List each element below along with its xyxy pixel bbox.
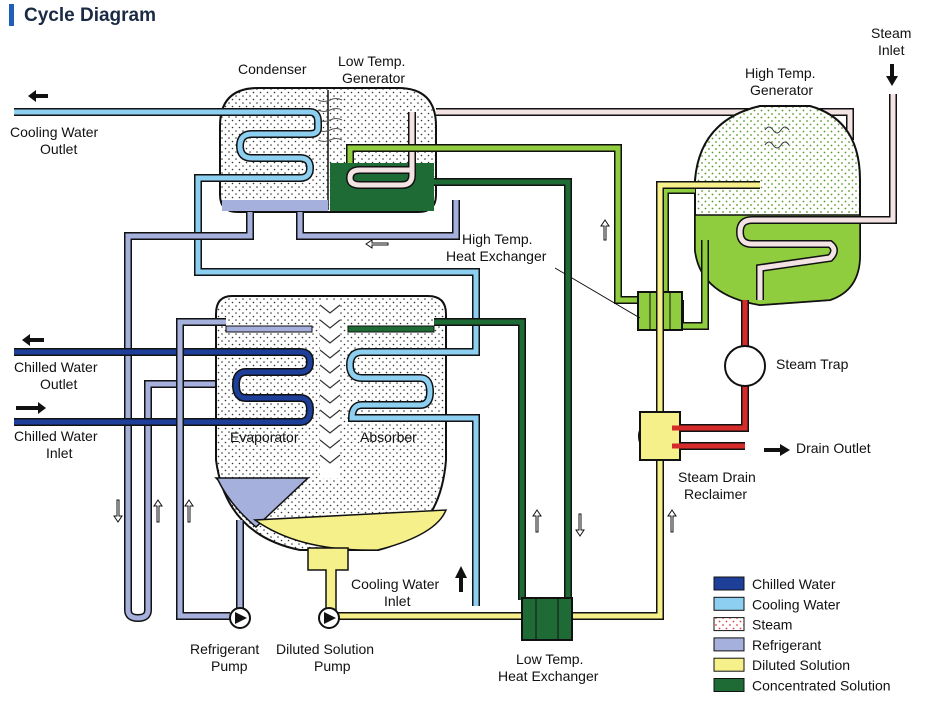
hthx-label-1: High Temp. — [462, 231, 533, 247]
legend-label: Chilled Water — [752, 576, 836, 592]
legend-label: Diluted Solution — [752, 657, 850, 673]
sdr-label-1: Steam Drain — [678, 469, 756, 485]
ltg-label-1: Low Temp. — [338, 53, 405, 69]
legend-swatch — [713, 576, 745, 591]
cooling-water-inlet-label-1: Cooling Water — [351, 576, 440, 592]
lthx-label-2: Heat Exchanger — [498, 668, 599, 684]
refrigerant-pump-label-1: Refrigerant — [190, 641, 259, 657]
htg-label-1: High Temp. — [745, 65, 816, 81]
refrigerant-pump-label-2: Pump — [211, 658, 248, 674]
htg-label-2: Generator — [750, 82, 813, 98]
title-bar — [9, 4, 14, 26]
cooling-water-inlet-arrow — [455, 566, 467, 592]
legend-swatch — [713, 657, 745, 672]
chilled-water-outlet-arrow — [22, 334, 44, 346]
legend-swatch — [713, 617, 745, 632]
legend-swatch — [713, 596, 745, 611]
ltg-label-2: Generator — [342, 70, 405, 86]
steam-drain-reclaimer — [639, 411, 681, 461]
cooling-water-outlet-label-2: Outlet — [40, 141, 77, 157]
legend-swatch — [713, 637, 745, 652]
chilled-water-outlet-label-2: Outlet — [40, 376, 77, 392]
chilled-water-outlet-label-1: Chilled Water — [14, 359, 98, 375]
cooling-water-pipe — [14, 109, 479, 330]
steam-trap — [724, 345, 766, 387]
lower-shell — [214, 295, 448, 611]
steam-trap-label: Steam Trap — [776, 356, 849, 372]
cooling-water-outlet-arrow — [28, 90, 48, 102]
lthx-label-1: Low Temp. — [516, 651, 583, 667]
diluted-solution-pump-label-2: Pump — [314, 658, 351, 674]
page-title: Cycle Diagram — [24, 5, 156, 26]
legend-label: Concentrated Solution — [752, 678, 891, 694]
cooling-water-inlet-label-2: Inlet — [384, 593, 411, 609]
legend-swatch — [713, 678, 745, 692]
chilled-water-inlet-label-1: Chilled Water — [14, 428, 98, 444]
drain-outlet-label: Drain Outlet — [796, 440, 871, 456]
low-temp-heat-exchanger — [521, 597, 573, 641]
legend-label: Refrigerant — [752, 637, 821, 653]
absorber-label: Absorber — [360, 429, 417, 445]
evaporator-label: Evaporator — [230, 429, 299, 445]
sdr-label-2: Reclaimer — [684, 486, 747, 502]
chilled-water-inlet-label-2: Inlet — [46, 445, 73, 461]
cooling-water-outlet-label-1: Cooling Water — [10, 124, 99, 140]
legend-label: Cooling Water — [752, 596, 841, 612]
flow-arrows — [113, 219, 677, 537]
diluted-solution-pump-label-1: Diluted Solution — [276, 641, 374, 657]
hthx-label-2: Heat Exchanger — [446, 248, 547, 264]
high-temp-generator — [694, 105, 861, 307]
legend-label: Steam — [752, 617, 792, 633]
steam-inlet-label-2: Inlet — [878, 42, 905, 58]
chilled-water-inlet-arrow — [16, 402, 46, 414]
steam-inlet-arrow — [886, 64, 898, 86]
drain-outlet-arrow — [764, 444, 790, 456]
condenser-label: Condenser — [238, 61, 307, 77]
labels: Condenser Low Temp. Generator High Temp.… — [10, 25, 911, 684]
steam-inlet-label-1: Steam — [871, 25, 911, 41]
